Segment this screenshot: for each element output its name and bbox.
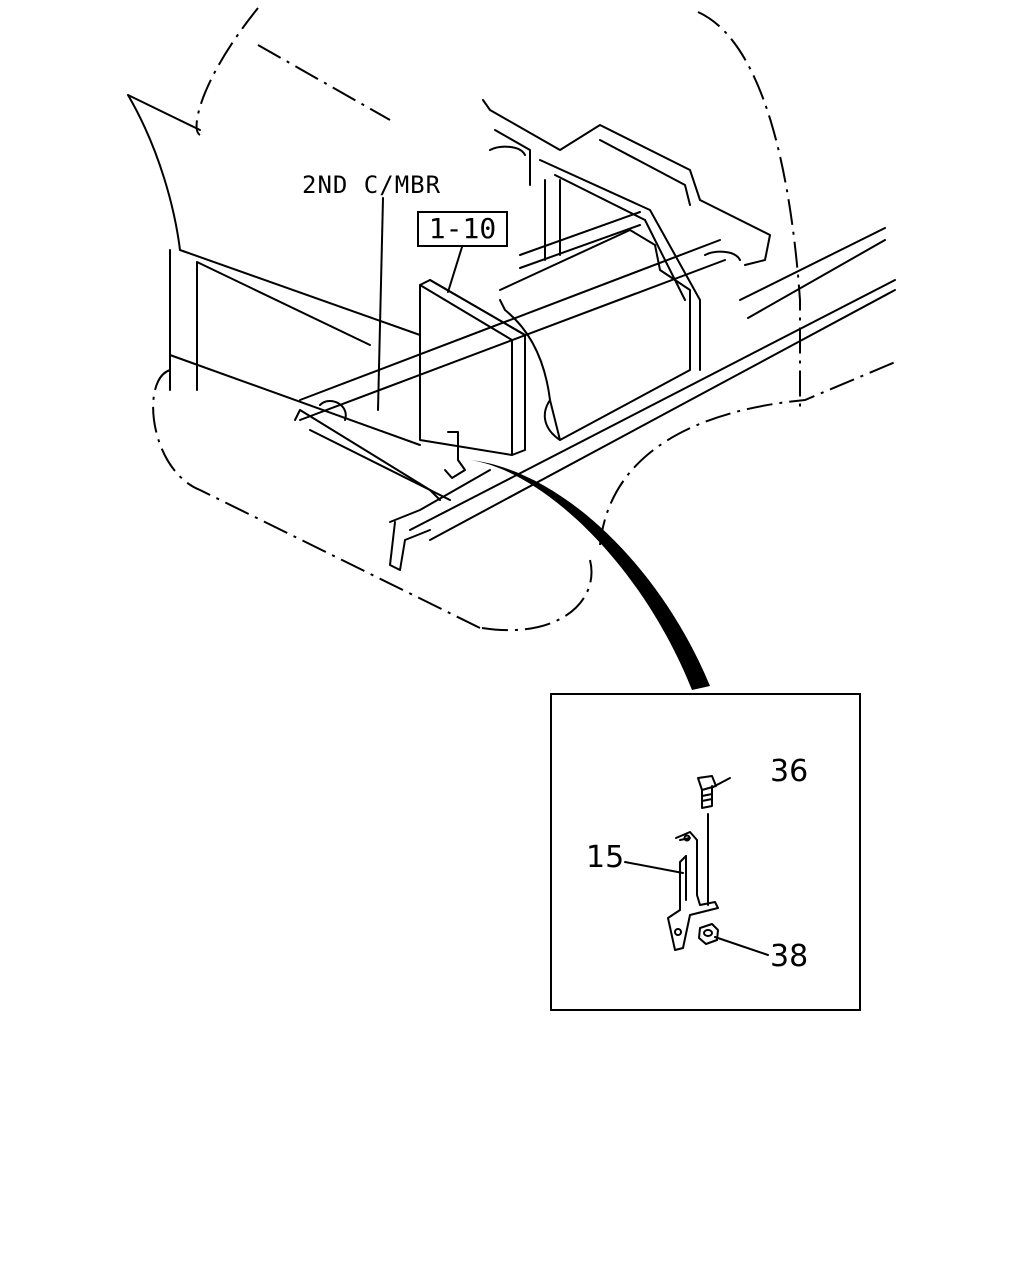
second-cross-member: [482, 99, 771, 371]
vehicle-body-phantom-outline: [152, 7, 901, 632]
second-cross-member-label: 2ND C/MBR: [302, 171, 442, 199]
detail-box: [550, 693, 861, 1011]
detail-link-arrow: [470, 460, 710, 690]
panel-box: [419, 279, 526, 456]
fuel-tank: [499, 211, 691, 441]
bracket-part: [667, 831, 719, 951]
bracket-callout: 15: [586, 840, 625, 875]
cab-structure: [127, 94, 491, 571]
leader-lines: [377, 197, 769, 956]
nut-part: [698, 923, 719, 945]
nut-callout: 38: [770, 939, 809, 974]
frame-rails: [294, 227, 896, 541]
bolt-part: [697, 775, 717, 906]
bracket-on-vehicle: [444, 431, 466, 479]
bolt-callout: 36: [770, 754, 809, 789]
group-reference-box: 1-10: [417, 211, 508, 247]
